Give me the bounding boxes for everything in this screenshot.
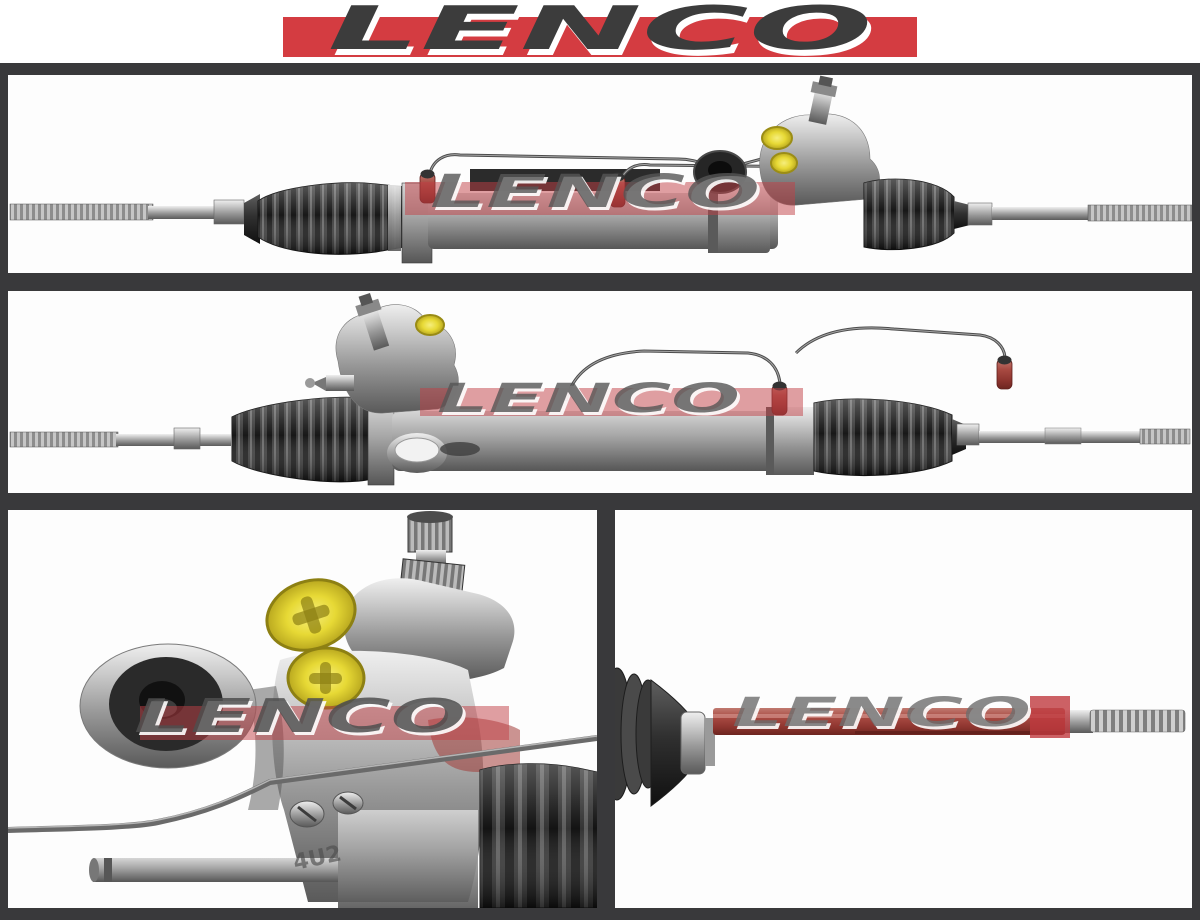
- bellows-left: [231, 396, 373, 483]
- tie-rod-right: [956, 423, 1191, 446]
- lower-tube: [89, 858, 338, 882]
- brand-logo: LENCO LENCO: [283, 0, 917, 66]
- watermark: LENCO LENCO: [732, 690, 1070, 739]
- watermark-text-shadow: LENCO: [440, 379, 743, 425]
- threaded-end: [1089, 709, 1186, 733]
- rack-tube: [367, 402, 814, 486]
- bellows-left: [257, 182, 405, 255]
- tie-rod-closeup: LENCO LENCO: [615, 667, 1186, 808]
- steering-rack-side-b: LENCO LENCO: [9, 293, 1191, 486]
- watermark: LENCO LENCO: [134, 689, 509, 746]
- watermark-text: LENCO: [732, 690, 1031, 736]
- bellows-right: [863, 178, 970, 251]
- watermark-text-shadow: LENCO: [137, 692, 469, 746]
- valve-housing-closeup: LENCO LENCO 4U2: [8, 511, 597, 908]
- watermark-text-shadow: LENCO: [433, 168, 763, 221]
- tie-rod-right: [967, 202, 1192, 226]
- input-shaft: [808, 75, 838, 125]
- logo-red-banner: [283, 17, 917, 57]
- watermark-text: LENCO: [134, 689, 466, 743]
- photo-panel-4: LENCO LENCO: [615, 510, 1192, 908]
- port-cap-yellow: [415, 314, 445, 336]
- logo-text-shadow: LENCO: [332, 0, 877, 66]
- bellows-right: [813, 398, 966, 477]
- boot-closeup: [479, 763, 597, 908]
- screw-heads: [289, 791, 364, 828]
- watermark-text-shadow: LENCO: [735, 693, 1034, 739]
- watermark: LENCO LENCO: [420, 376, 803, 425]
- steering-rack-side-a: LENCO LENCO: [9, 75, 1192, 264]
- bleed-stub: [326, 375, 354, 391]
- mount-hole: [394, 437, 440, 463]
- photo-panel-2: LENCO LENCO: [8, 291, 1192, 493]
- port-cap-yellow-small: [286, 646, 366, 710]
- watermark-text: LENCO: [437, 376, 740, 422]
- photo-panel-3: LENCO LENCO 4U2: [8, 510, 597, 908]
- photo-panel-1: LENCO LENCO: [8, 75, 1192, 273]
- boot-bellows: [615, 667, 700, 808]
- watermark: LENCO LENCO: [405, 165, 795, 221]
- watermark-text: LENCO: [430, 165, 760, 218]
- port-cap-yellow-large: [265, 578, 357, 652]
- steel-pipe: [8, 735, 597, 833]
- input-shaft: [355, 293, 390, 351]
- valve-housing: [305, 293, 459, 414]
- logo-text: LENCO: [328, 0, 873, 64]
- tie-rod-left: [9, 194, 260, 244]
- tie-rod-left: [9, 427, 231, 450]
- port-cap-yellow: [761, 126, 793, 150]
- port-cap-yellow: [770, 152, 798, 174]
- inner-tie-rod: [713, 708, 1186, 735]
- boot-clamp: [680, 711, 715, 775]
